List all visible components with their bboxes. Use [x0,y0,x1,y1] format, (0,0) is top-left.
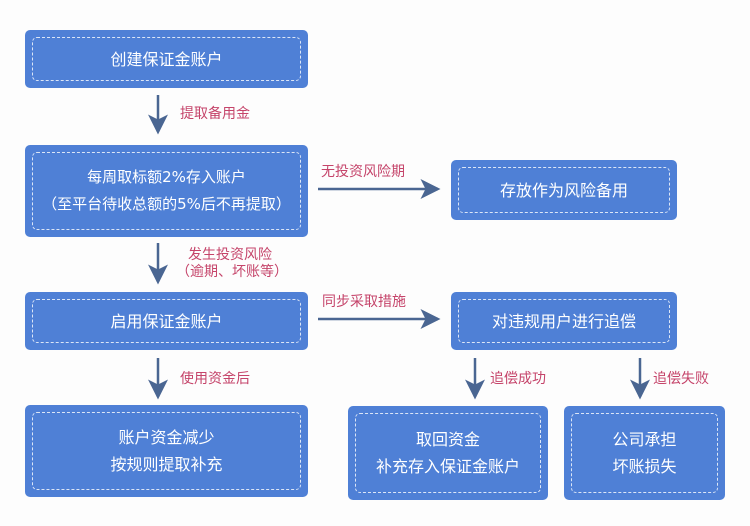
node-create-account: 创建保证金账户 [25,30,308,88]
edge-label-pursue-success: 追偿成功 [490,371,546,387]
node-text: 创建保证金账户 [110,49,223,69]
edge-label-no-risk: 无投资风险期 [321,164,405,180]
node-text: 启用保证金账户 [110,311,223,331]
node-enable-account: 启用保证金账户 [25,292,308,350]
node-company-bears-loss: 公司承担坏账损失 [564,406,725,500]
edge-label-pursue-fail: 追偿失败 [653,371,709,387]
node-funds-reduced: 账户资金减少按规则提取补充 [25,405,308,497]
node-text: 公司承担 [612,430,677,449]
node-text: 补充存入保证金账户 [375,457,520,476]
edge-label-after-use: 使用资金后 [180,371,250,387]
node-text: 每周取标额2%存入账户 [87,168,246,186]
node-recover-funds: 取回资金补充存入保证金账户 [348,406,548,500]
node-pursue-violators: 对违规用户进行追偿 [451,292,677,350]
edge-label-withdraw-reserve: 提取备用金 [180,106,250,122]
node-risk-reserve: 存放作为风险备用 [451,160,677,220]
node-text: 账户资金减少 [118,428,215,447]
node-text: 坏账损失 [612,457,677,476]
node-text: 按规则提取补充 [110,455,223,474]
node-text: 对违规用户进行追偿 [491,311,636,331]
node-text: 存放作为风险备用 [499,180,628,200]
edge-label-risk-occurs: 发生投资风险 [188,247,272,263]
edge-label-sync-measures: 同步采取措施 [322,294,406,310]
node-text: （至平台待收总额的5%后不再提取） [42,195,291,213]
node-text: 取回资金 [415,430,480,449]
node-weekly-deposit: 每周取标额2%存入账户 （至平台待收总额的5%后不再提取） [25,145,308,237]
edge-label-risk-detail: （逾期、坏账等） [176,264,288,280]
